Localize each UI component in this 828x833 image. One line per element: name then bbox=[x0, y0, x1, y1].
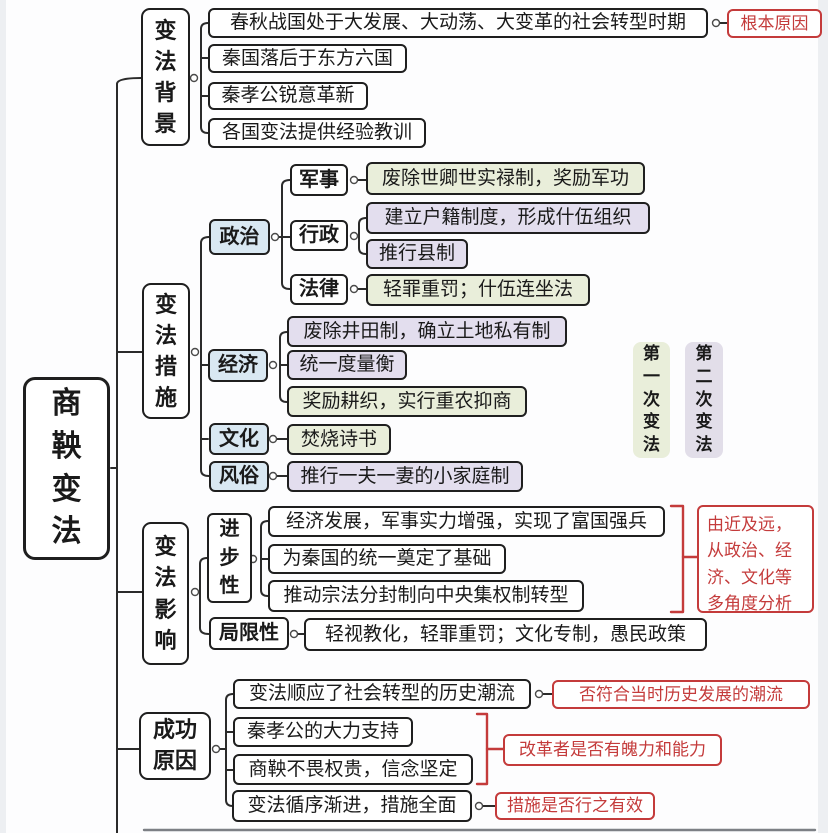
category-customs: 风俗 bbox=[209, 461, 269, 492]
success-item-4: 变法循序渐进，措施全面 bbox=[232, 790, 472, 822]
annotation-reformer-ability: 改革者是否有魄力和能力 bbox=[503, 734, 722, 766]
success-item-1: 变法顺应了社会转型的历史潮流 bbox=[233, 679, 531, 709]
subcategory-limitation: 局限性 bbox=[209, 617, 289, 650]
background-item-2: 秦国落后于东方六国 bbox=[208, 44, 407, 73]
background-item-1: 春秋战国处于大发展、大动荡、大变革的社会转型时期 bbox=[208, 8, 708, 38]
annotation-root-cause: 根本原因 bbox=[727, 9, 822, 38]
page-edge-right bbox=[818, 0, 828, 833]
annotation-measures-effective: 措施是否行之有效 bbox=[495, 792, 655, 820]
success-item-3: 商鞅不畏权贵，信念坚定 bbox=[233, 754, 473, 785]
administration-item-1: 建立户籍制度，形成什伍组织 bbox=[366, 202, 650, 234]
subcategory-progressive: 进步性 bbox=[207, 513, 252, 603]
economy-item-3: 奖励耕织，实行重农抑商 bbox=[287, 386, 527, 417]
progressive-item-1: 经济发展，军事实力增强，实现了富国强兵 bbox=[268, 506, 665, 537]
branch-impact: 变法影响 bbox=[142, 522, 189, 665]
culture-item: 焚烧诗书 bbox=[287, 424, 391, 455]
branch-measures: 变法措施 bbox=[142, 283, 190, 419]
branch-success: 成功原因 bbox=[139, 712, 211, 780]
annotation-history-trend: 否符合当时历史发展的潮流 bbox=[552, 680, 810, 709]
subcategory-law: 法律 bbox=[290, 274, 348, 305]
background-item-3: 秦孝公锐意革新 bbox=[208, 82, 368, 110]
administration-item-2: 推行县制 bbox=[366, 239, 468, 269]
success-item-2: 秦孝公的大力支持 bbox=[233, 717, 413, 747]
subcategory-military: 军事 bbox=[290, 164, 348, 196]
economy-item-2: 统一度量衡 bbox=[287, 350, 407, 380]
background-item-4: 各国变法提供经验教训 bbox=[208, 118, 426, 148]
limitation-item: 轻视教化，轻罪重罚；文化专制，愚民政策 bbox=[304, 618, 707, 651]
page-edge-left bbox=[0, 0, 6, 833]
branch-background: 变法背景 bbox=[141, 8, 190, 146]
root-node: 商鞅变法 bbox=[23, 377, 110, 560]
legend-second-reform: 第二次变法 bbox=[685, 342, 723, 458]
progressive-item-3: 推动宗法分封制向中央集权制转型 bbox=[268, 580, 584, 612]
progressive-item-2: 为秦国的统一奠定了基础 bbox=[268, 544, 506, 574]
military-item: 废除世卿世实禄制，奖励军功 bbox=[366, 162, 645, 195]
subcategory-administration: 行政 bbox=[290, 220, 348, 251]
law-item: 轻罪重罚；什伍连坐法 bbox=[366, 274, 590, 306]
annotation-impact-analysis: 由近及远，从政治、经济、文化等多角度分析 bbox=[697, 505, 814, 613]
category-politics: 政治 bbox=[209, 219, 270, 255]
economy-item-1: 废除井田制，确立土地私有制 bbox=[287, 316, 567, 347]
category-culture: 文化 bbox=[209, 423, 269, 455]
category-economy: 经济 bbox=[208, 349, 268, 382]
customs-item: 推行一夫一妻的小家庭制 bbox=[287, 461, 523, 492]
legend-first-reform: 第一次变法 bbox=[633, 342, 670, 458]
